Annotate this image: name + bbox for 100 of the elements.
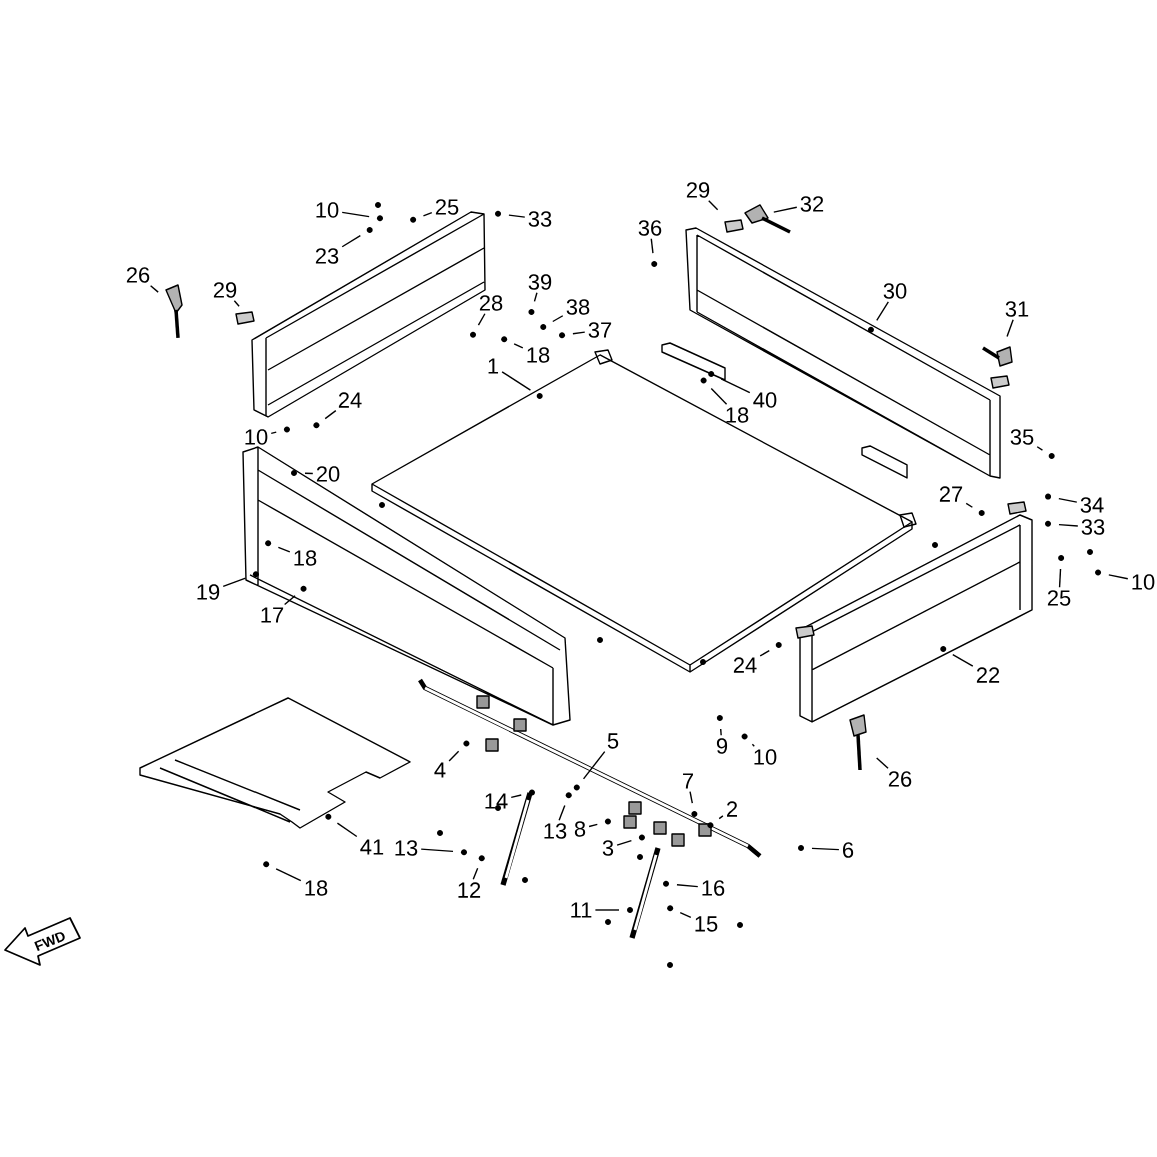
callout-number: 31 bbox=[1005, 301, 1029, 317]
leader-line bbox=[679, 911, 692, 918]
callout-number: 32 bbox=[800, 196, 824, 212]
callout-number: 29 bbox=[686, 182, 710, 198]
leader-line bbox=[508, 214, 526, 218]
leader-line bbox=[965, 502, 974, 508]
leader-line bbox=[759, 649, 770, 657]
callout-number: 30 bbox=[883, 283, 907, 299]
callout-number: 19 bbox=[197, 584, 220, 600]
callout-number: 18 bbox=[294, 550, 317, 566]
leader-line bbox=[773, 206, 798, 213]
leader-line bbox=[501, 371, 532, 391]
leader-line bbox=[718, 815, 724, 820]
leader-line bbox=[275, 868, 302, 882]
leader-line bbox=[472, 867, 479, 881]
leader-line bbox=[336, 822, 358, 838]
leader-line bbox=[720, 378, 751, 394]
callout-number: 37 bbox=[588, 322, 612, 338]
callout-number: 7 bbox=[683, 773, 693, 789]
callout-number: 6 bbox=[843, 842, 854, 858]
leader-line bbox=[1058, 568, 1062, 588]
leader-line bbox=[676, 884, 699, 888]
callout-number: 10 bbox=[1132, 574, 1155, 590]
leader-line bbox=[510, 794, 522, 799]
callout-number: 34 bbox=[1080, 497, 1104, 513]
callout-number: 13 bbox=[395, 840, 418, 856]
callout-number: 20 bbox=[316, 466, 340, 482]
callout-number: 8 bbox=[574, 821, 586, 837]
leader-line bbox=[448, 750, 460, 762]
callout-number: 33 bbox=[1081, 519, 1105, 535]
callout-number: 39 bbox=[528, 274, 552, 290]
callout-number: 10 bbox=[316, 202, 339, 218]
callout-number: 13 bbox=[544, 823, 567, 839]
leader-line bbox=[708, 200, 719, 211]
leader-line bbox=[1058, 497, 1078, 503]
callout-number: 18 bbox=[305, 880, 328, 896]
leader-line bbox=[710, 387, 728, 405]
leader-line bbox=[552, 315, 564, 323]
callout-number: 26 bbox=[888, 771, 912, 787]
callout-number: 11 bbox=[571, 902, 592, 918]
callout-number: 4 bbox=[434, 762, 446, 778]
callout-number: 5 bbox=[607, 733, 619, 749]
callout-number: 2 bbox=[727, 801, 737, 817]
leader-line bbox=[149, 285, 159, 293]
callout-number: 10 bbox=[754, 749, 777, 765]
callout-number: 23 bbox=[315, 248, 339, 264]
leader-line bbox=[304, 472, 314, 475]
leader-line bbox=[594, 909, 620, 911]
callout-number: 1 bbox=[488, 358, 499, 374]
leader-line bbox=[588, 823, 598, 828]
callout-number: 38 bbox=[566, 299, 590, 315]
callout-number: 12 bbox=[458, 882, 481, 898]
leader-line bbox=[422, 212, 433, 217]
leader-line bbox=[270, 431, 277, 435]
callout-number: 9 bbox=[716, 738, 728, 754]
callout-number: 40 bbox=[753, 392, 777, 408]
callout-number: 41 bbox=[360, 839, 384, 855]
leader-line bbox=[1036, 446, 1044, 451]
callout-number: 35 bbox=[1010, 429, 1034, 445]
leader-line bbox=[222, 577, 247, 588]
callout-number: 18 bbox=[726, 407, 749, 423]
leader-line bbox=[477, 313, 486, 326]
callout-number: 29 bbox=[213, 282, 237, 298]
leader-line bbox=[341, 234, 362, 248]
leader-line bbox=[650, 238, 654, 254]
callout-number: 25 bbox=[1047, 590, 1071, 606]
callout-number: 18 bbox=[527, 347, 550, 363]
leader-line bbox=[876, 757, 889, 769]
leader-line bbox=[751, 743, 755, 747]
leader-line bbox=[1058, 523, 1079, 527]
leader-line bbox=[277, 546, 291, 553]
leader-line bbox=[689, 790, 693, 804]
leader-line bbox=[341, 211, 370, 218]
callout-number: 22 bbox=[976, 667, 1000, 683]
callout-number: 25 bbox=[435, 199, 459, 215]
callout-number: 33 bbox=[528, 211, 552, 227]
leader-line bbox=[420, 848, 454, 853]
leader-line bbox=[952, 653, 974, 667]
leader-line bbox=[811, 847, 840, 851]
leader-line bbox=[572, 331, 586, 335]
callout-number: 28 bbox=[479, 295, 503, 311]
callout-number: 3 bbox=[602, 840, 614, 856]
leader-line bbox=[513, 343, 524, 349]
leader-line bbox=[582, 750, 606, 780]
callout-number: 14 bbox=[485, 793, 508, 809]
callout-number: 24 bbox=[733, 657, 757, 673]
leader-line bbox=[283, 595, 296, 606]
leader-line bbox=[324, 409, 337, 420]
leader-line bbox=[533, 292, 538, 303]
callout-number: 36 bbox=[638, 220, 662, 236]
callout-number: 24 bbox=[338, 392, 362, 408]
leader-line bbox=[616, 839, 633, 846]
callout-number: 17 bbox=[261, 607, 284, 623]
callout-number: 10 bbox=[245, 429, 268, 445]
leader-line bbox=[1006, 319, 1014, 338]
leader-line bbox=[1108, 574, 1129, 580]
leader-line bbox=[876, 301, 890, 322]
leader-line bbox=[720, 728, 722, 736]
leader-line bbox=[558, 804, 566, 821]
leader-line bbox=[233, 300, 240, 307]
